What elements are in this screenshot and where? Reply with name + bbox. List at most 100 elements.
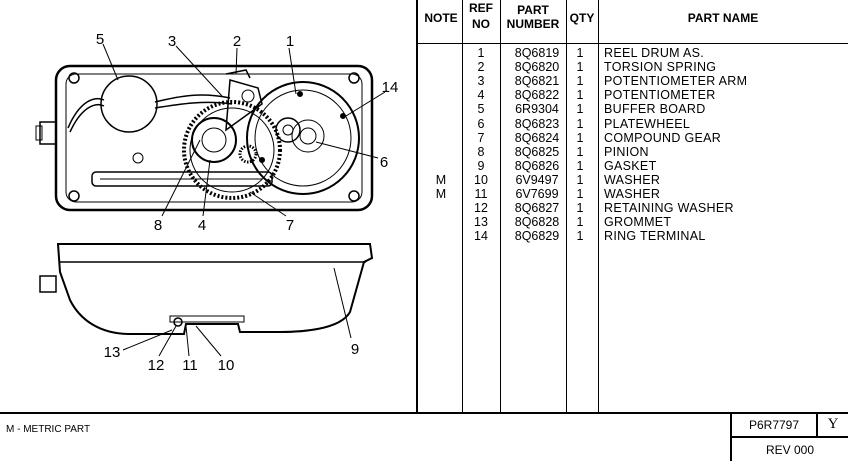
header-part-bottom: NUMBER — [506, 17, 560, 31]
note-cell: M — [435, 172, 447, 187]
part-number-cell: 8Q6820 — [514, 60, 560, 75]
callout-9: 9 — [351, 341, 359, 358]
ref-cell: 8 — [477, 144, 485, 159]
qty-cell: 1 — [576, 46, 584, 60]
sheet-letter: Y — [827, 416, 839, 432]
bottom-housing-side-view — [39, 243, 374, 335]
part-name-cell: POTENTIOMETER ARM — [604, 74, 748, 89]
ref-cell: 4 — [477, 88, 485, 103]
ref-cell: 11 — [474, 187, 488, 201]
col-divider-note — [462, 0, 463, 412]
table-row: 8 8Q6825 1 PINION — [416, 145, 848, 159]
callout-2: 2 — [233, 33, 241, 50]
table-row: 1 8Q6819 1 REEL DRUM AS. — [416, 46, 848, 60]
table-row: 5 6R9304 1 BUFFER BOARD — [416, 102, 848, 116]
drawing-svg: 1 2 3 4 5 6 7 8 9 10 11 12 13 14 — [35, 31, 399, 374]
ref-cell: 13 — [474, 215, 488, 230]
note-cell: M — [435, 187, 447, 201]
header-part-top: PART — [517, 3, 549, 17]
table-row: 12 8Q6827 1 RETAINING WASHER — [416, 201, 848, 215]
top-housing — [35, 64, 374, 212]
callout-6: 6 — [380, 154, 388, 171]
part-name-cell: PINION — [604, 144, 649, 159]
ref-cell: 14 — [474, 229, 488, 244]
title-block-mid-rule — [816, 412, 818, 436]
callout-4: 4 — [198, 217, 206, 234]
callout-5: 5 — [96, 31, 104, 48]
ref-cell: 7 — [477, 130, 485, 145]
part-name-cell: TORSION SPRING — [604, 60, 717, 75]
drawing-number: P6R7797 — [748, 418, 800, 432]
callout-8: 8 — [154, 217, 162, 234]
callout-11: 11 — [182, 357, 198, 374]
part-number-cell: 8Q6827 — [514, 201, 560, 216]
qty-cell: 1 — [576, 229, 584, 244]
part-name-cell: COMPOUND GEAR — [604, 130, 722, 145]
part-name-cell: RETAINING WASHER — [604, 201, 734, 216]
qty-cell: 1 — [576, 144, 584, 159]
part-number-cell: 8Q6829 — [514, 229, 560, 244]
part-number-cell: 8Q6821 — [514, 74, 560, 89]
ref-cell: 1 — [477, 46, 485, 60]
part-number-cell: 8Q6823 — [514, 116, 560, 131]
part-number-cell: 6R9304 — [515, 102, 559, 117]
col-divider-ref — [500, 0, 501, 412]
callout-1: 1 — [286, 33, 294, 50]
exploded-view-drawing: 1 2 3 4 5 6 7 8 9 10 11 12 13 14 — [0, 0, 416, 412]
qty-cell: 1 — [576, 60, 584, 75]
callout-13: 13 — [104, 344, 121, 361]
col-divider-qty — [598, 0, 599, 412]
part-number-cell: 8Q6819 — [514, 46, 560, 60]
qty-cell: 1 — [576, 130, 584, 145]
ref-cell: 5 — [477, 102, 485, 117]
title-block-mid-hrule — [730, 436, 848, 438]
callout-10: 10 — [218, 357, 235, 374]
callout-labels: 1 2 3 4 5 6 7 8 9 10 11 12 13 14 — [96, 31, 399, 374]
ref-cell: 6 — [477, 116, 485, 131]
header-ref-bottom: NO — [472, 17, 490, 31]
table-left-border — [416, 0, 418, 412]
title-block: M - METRIC PART P6R7797 Y REV 000 — [0, 412, 848, 461]
callout-3: 3 — [168, 33, 176, 50]
qty-cell: 1 — [576, 172, 584, 187]
part-number-cell: 8Q6825 — [514, 144, 560, 159]
header-part-name: PART NAME — [687, 11, 759, 25]
qty-cell: 1 — [576, 116, 584, 131]
ref-cell: 9 — [477, 158, 485, 173]
part-number-cell: 8Q6826 — [514, 158, 560, 173]
part-number-cell: 6V7699 — [515, 187, 559, 201]
part-number-cell: 6V9497 — [515, 172, 559, 187]
ref-cell: 10 — [474, 172, 488, 187]
qty-cell: 1 — [576, 102, 584, 117]
qty-cell: 1 — [576, 158, 584, 173]
part-number-cell: 8Q6824 — [514, 130, 560, 145]
part-name-cell: WASHER — [604, 172, 661, 187]
part-name-cell: POTENTIOMETER — [604, 88, 716, 103]
header-rule — [416, 43, 848, 44]
table-row: M 10 6V9497 1 WASHER — [416, 173, 848, 187]
table-row: 7 8Q6824 1 COMPOUND GEAR — [416, 131, 848, 145]
qty-cell: 1 — [576, 88, 584, 103]
table-row: 4 8Q6822 1 POTENTIOMETER — [416, 88, 848, 102]
header-note: NOTE — [424, 11, 458, 25]
part-name-cell: PLATEWHEEL — [604, 116, 691, 131]
qty-cell: 1 — [576, 201, 584, 216]
leader-lines — [102, 43, 386, 357]
part-number-cell: 8Q6822 — [514, 88, 560, 103]
metric-part-note: M - METRIC PART — [6, 424, 91, 435]
qty-cell: 1 — [576, 74, 584, 89]
header-qty: QTY — [569, 11, 595, 25]
header-ref-top: REF — [469, 1, 493, 15]
callout-12: 12 — [148, 357, 165, 374]
part-name-cell: REEL DRUM AS. — [604, 46, 704, 60]
ref-cell: 12 — [474, 201, 488, 216]
part-name-cell: BUFFER BOARD — [604, 102, 706, 117]
part-name-cell: GROMMET — [604, 215, 672, 230]
part-number-cell: 8Q6828 — [514, 215, 560, 230]
callout-7: 7 — [286, 217, 294, 234]
table-row: 6 8Q6823 1 PLATEWHEEL — [416, 117, 848, 131]
